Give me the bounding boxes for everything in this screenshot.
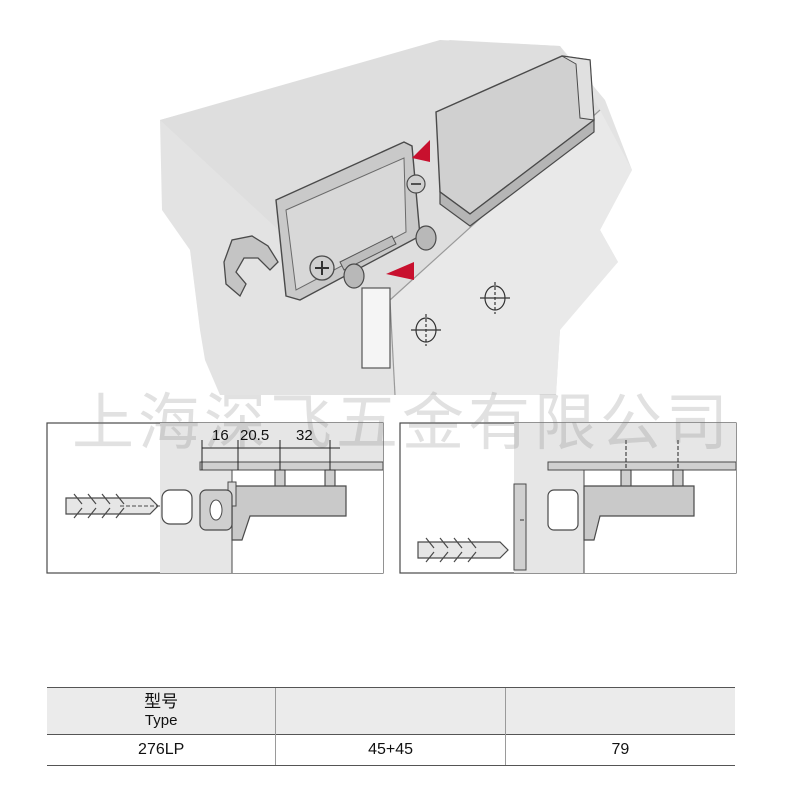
panel-edge — [361, 287, 391, 369]
arrow-up-icon — [412, 140, 430, 162]
dimension-32: 32 — [296, 427, 313, 444]
header-weight — [504, 687, 735, 735]
header-type: 型号 Type — [47, 687, 276, 735]
catch-bracket — [223, 235, 279, 298]
wall-anchor — [65, 497, 159, 515]
dimension-20-5: 20.5 — [240, 427, 270, 444]
catch-section — [231, 485, 347, 541]
cell-type: 276LP — [47, 734, 276, 766]
header-type-cn: 型号 — [144, 692, 179, 712]
cell-weight: 79 — [504, 734, 735, 766]
spec-table-header: 型号 Type — [47, 687, 735, 735]
arrow-right-icon — [386, 262, 414, 280]
cabinet-side-face — [390, 110, 632, 395]
header-package — [275, 687, 506, 735]
section-view-right — [399, 422, 737, 574]
roller-right — [415, 225, 437, 251]
table-row: 276LP 45+45 79 — [47, 734, 735, 766]
section-view-left — [46, 422, 384, 574]
cell-package: 45+45 — [275, 734, 506, 766]
roller-left — [343, 263, 365, 289]
dimension-16: 16 — [212, 427, 229, 444]
drill-hole-marker — [411, 282, 510, 346]
spec-table: 型号 Type 276LP 45+45 79 — [47, 687, 735, 766]
header-type-en: Type — [144, 712, 178, 729]
isometric-view — [160, 40, 632, 396]
